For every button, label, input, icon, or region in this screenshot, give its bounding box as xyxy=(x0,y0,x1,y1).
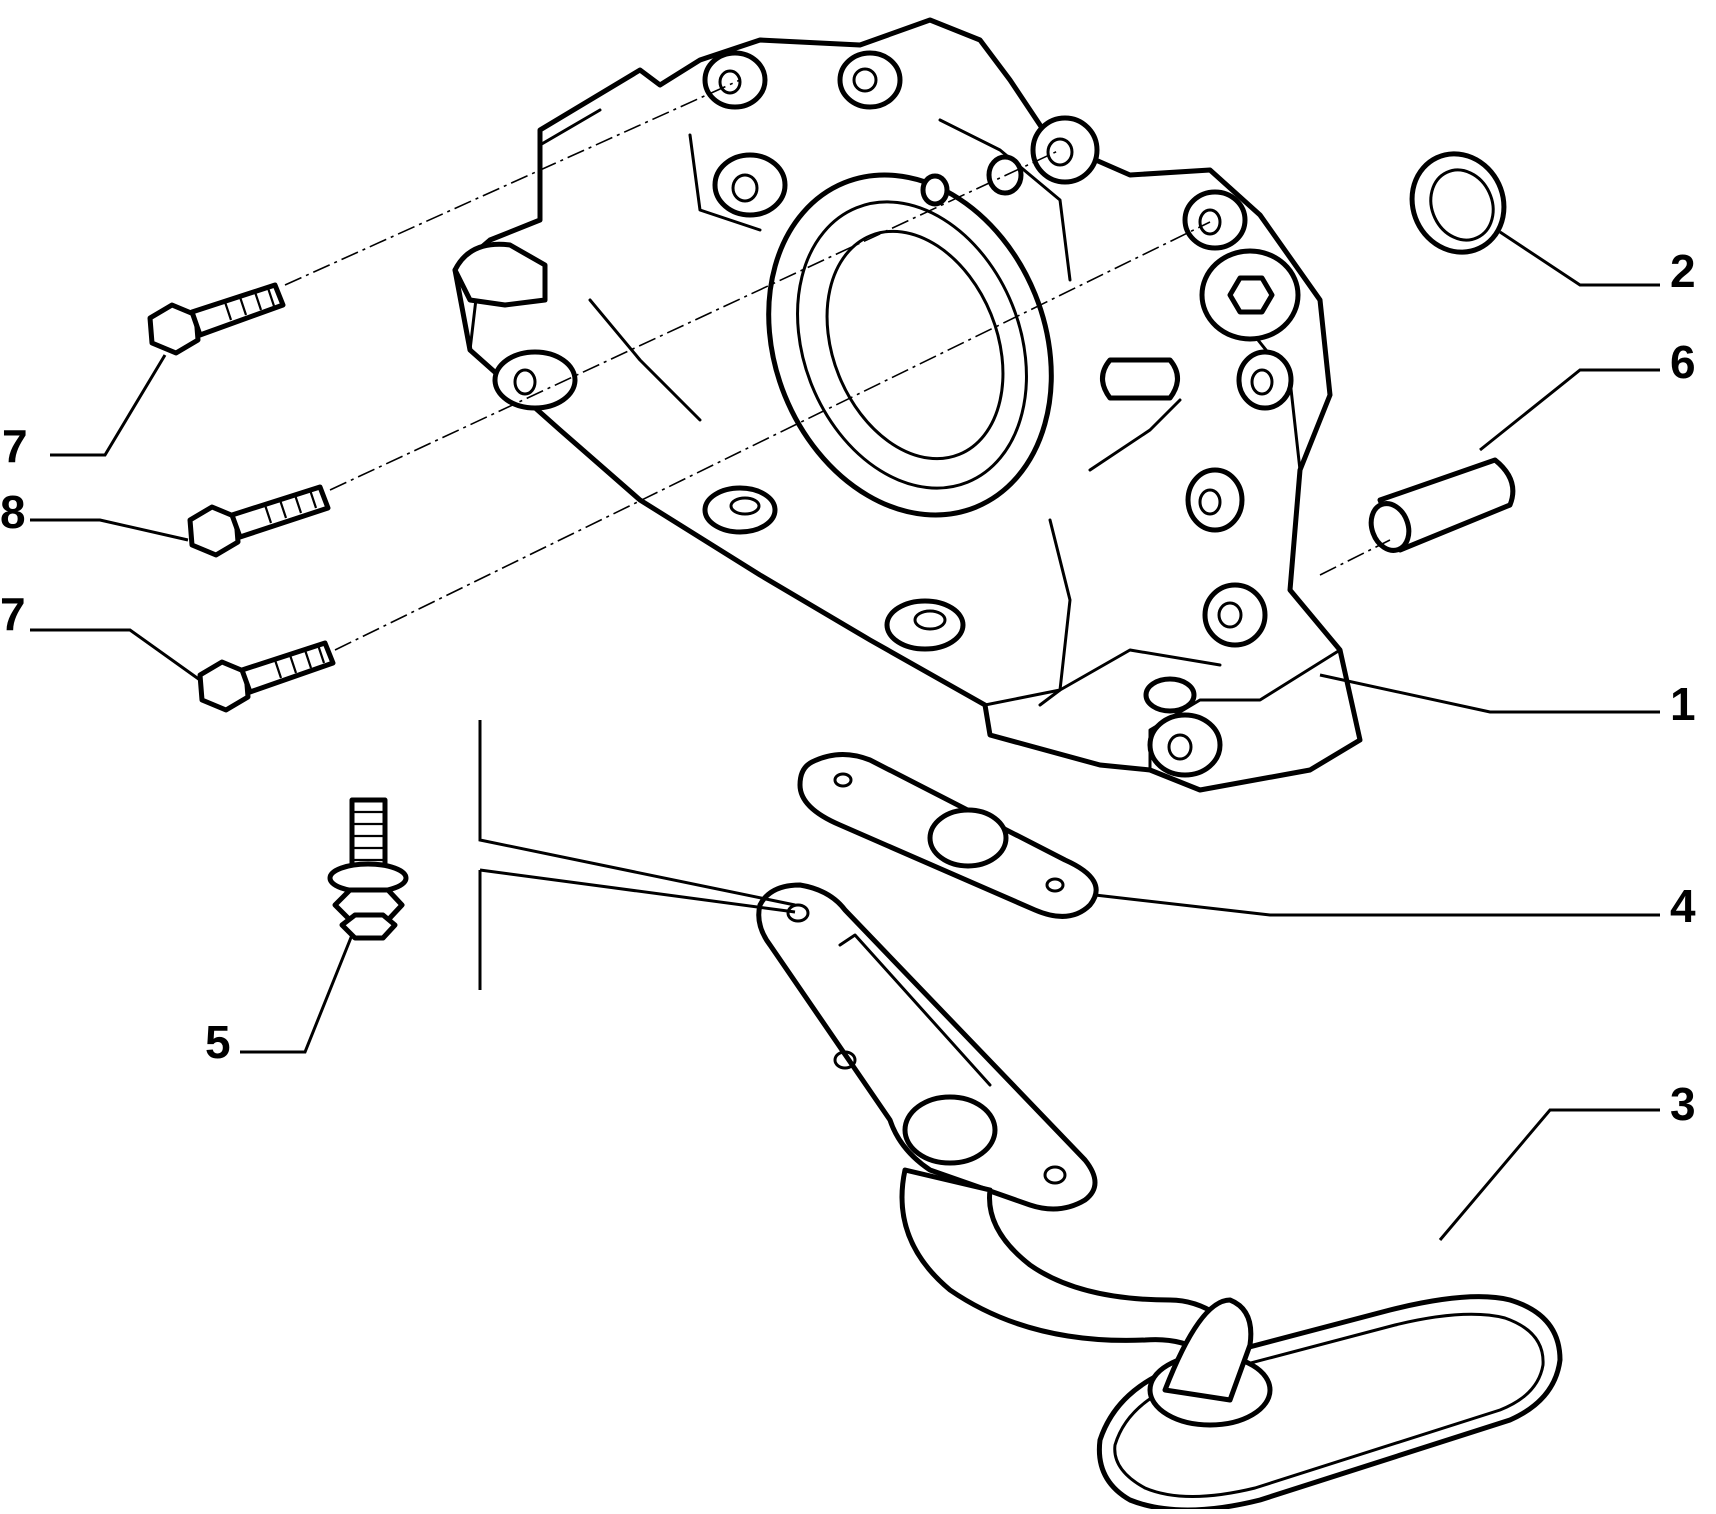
leader-lines xyxy=(30,230,1660,1241)
flange-bolt-lower xyxy=(197,640,336,713)
callout-1: 1 xyxy=(1670,678,1696,730)
callout-5: 5 xyxy=(205,1016,231,1068)
flange-bolt-upper xyxy=(147,282,286,356)
oil-seal-ring xyxy=(1409,151,1507,255)
callout-4: 4 xyxy=(1670,880,1696,932)
callout-labels: 1 2 3 4 5 6 7 8 7 xyxy=(0,245,1696,1130)
callout-6: 6 xyxy=(1670,336,1696,388)
oil-strainer-pickup xyxy=(756,882,1563,1513)
callout-8: 8 xyxy=(0,486,26,538)
oil-pump-housing xyxy=(452,17,1363,793)
callout-3: 3 xyxy=(1670,1078,1696,1130)
callout-7-lower: 7 xyxy=(0,588,26,640)
callout-7-upper: 7 xyxy=(2,420,28,472)
callout-2: 2 xyxy=(1670,245,1696,297)
pickup-gasket xyxy=(797,752,1099,919)
dowel-pin xyxy=(1368,457,1516,553)
stud-with-washer xyxy=(327,797,409,941)
assembly-center-lines xyxy=(284,79,1391,990)
flange-bolt-middle xyxy=(187,484,331,558)
